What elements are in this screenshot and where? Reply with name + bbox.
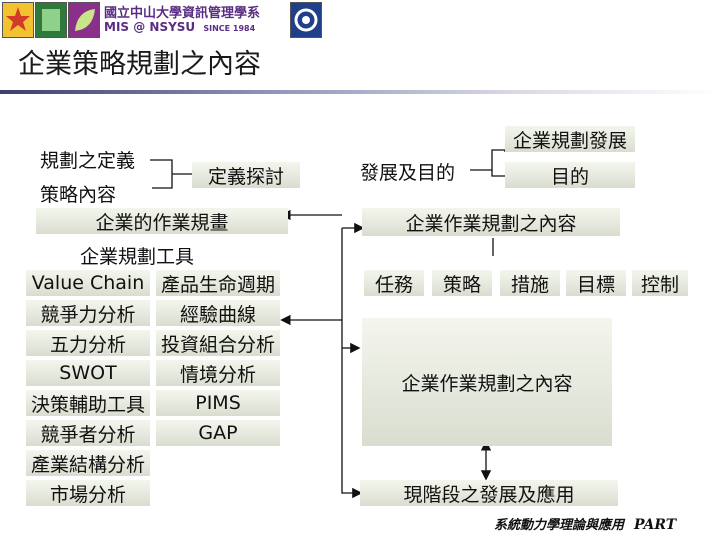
ops-content-box: 企業作業規劃之內容 xyxy=(362,318,612,446)
ops-content-title-box: 企業作業規劃之內容 xyxy=(362,208,620,236)
tool-item: 產品生命週期 xyxy=(156,270,280,296)
element-strategy: 策略 xyxy=(432,270,492,296)
leaf-logo-icon xyxy=(68,2,100,38)
tool-item: 投資組合分析 xyxy=(156,330,280,356)
definition-label: 規劃之定義 xyxy=(40,150,136,172)
square-logo-icon xyxy=(35,2,67,38)
tool-item: 情境分析 xyxy=(156,360,280,386)
element-measures: 措施 xyxy=(500,270,560,296)
enterprise-dev-box: 企業規劃發展 xyxy=(505,126,635,152)
tool-item: GAP xyxy=(156,420,280,446)
development-goal-label: 發展及目的 xyxy=(360,162,456,184)
current-stage-box: 現階段之發展及應用 xyxy=(360,480,618,506)
purpose-box: 目的 xyxy=(505,162,635,188)
element-control: 控制 xyxy=(632,270,688,296)
footer-text: 系統動力學理論與應用 xyxy=(494,518,625,533)
ops-content-title: 企業作業規劃之內容 xyxy=(405,212,577,235)
org-name: 國立中山大學資訊管理學系 xyxy=(104,6,261,21)
header-banner: 國立中山大學資訊管理學系 MIS @ NSYSU SINCE 1984 xyxy=(0,0,340,38)
tools-title: 企業規劃工具 xyxy=(80,246,195,268)
ops-plan-box: 企業的作業規畫 xyxy=(36,208,288,234)
enterprise-dev-label: 企業規劃發展 xyxy=(512,129,627,152)
discussion-box: 定義探討 xyxy=(192,162,300,188)
swirl-logo-icon xyxy=(290,2,322,38)
tool-item: 競爭者分析 xyxy=(26,420,150,446)
footer: 系統動力學理論與應用 PART xyxy=(494,514,676,533)
content-label: 策略內容 xyxy=(40,184,117,206)
element-goals: 目標 xyxy=(566,270,626,296)
ops-plan-label: 企業的作業規畫 xyxy=(95,211,229,234)
discussion-label: 定義探討 xyxy=(207,165,284,188)
tool-item: 競爭力分析 xyxy=(26,300,150,326)
tool-item: 經驗曲線 xyxy=(156,300,280,326)
tool-item: 決策輔助工具 xyxy=(26,390,150,416)
star-logo-icon xyxy=(2,2,34,38)
tool-item: 五力分析 xyxy=(26,330,150,356)
org-tag: MIS @ NSYSU SINCE 1984 xyxy=(104,20,256,34)
tool-item: PIMS xyxy=(156,390,280,416)
tool-item: 產業結構分析 xyxy=(26,450,150,476)
element-mission: 任務 xyxy=(364,270,424,296)
tool-item: Value Chain xyxy=(26,270,150,296)
title-divider xyxy=(0,90,720,94)
purpose-label: 目的 xyxy=(550,165,589,188)
current-stage-label: 現階段之發展及應用 xyxy=(403,483,575,506)
ops-content-label: 企業作業規劃之內容 xyxy=(401,372,573,395)
footer-part: PART xyxy=(634,517,677,533)
page-title: 企業策略規劃之內容 xyxy=(18,49,261,80)
tool-item: 市場分析 xyxy=(26,480,150,506)
tool-item: SWOT xyxy=(26,360,150,386)
